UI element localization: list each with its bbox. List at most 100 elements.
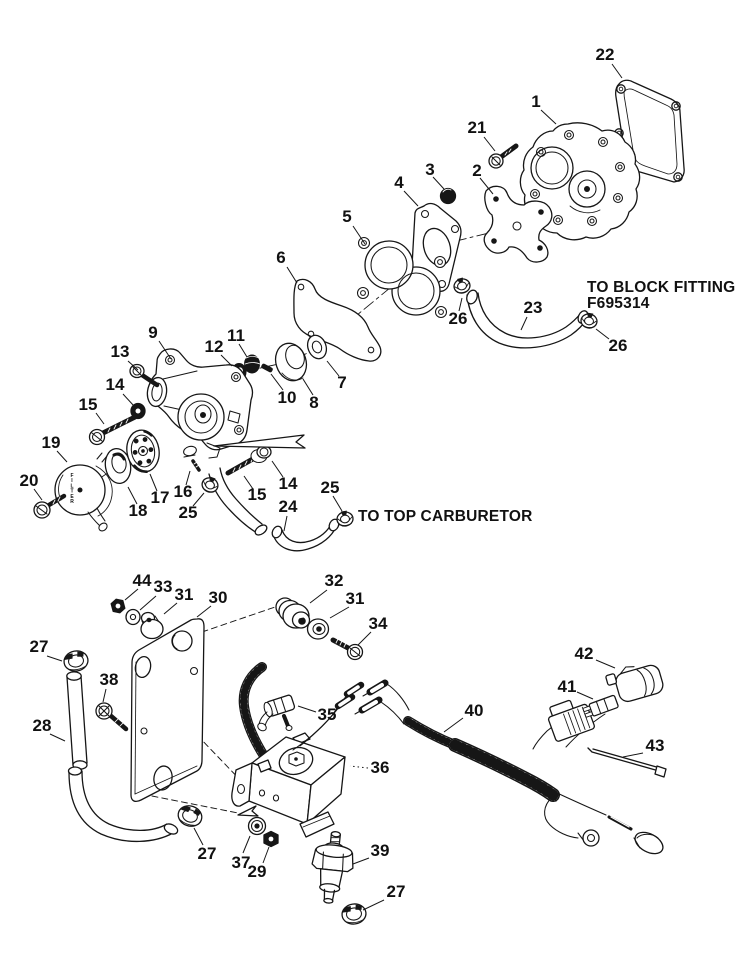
callout-number-7: 7 bbox=[337, 373, 346, 392]
callout-number-27: 27 bbox=[30, 637, 49, 656]
callout-leader-12 bbox=[220, 354, 233, 367]
callout-number-40: 40 bbox=[465, 701, 484, 720]
callout-leader-35 bbox=[297, 705, 317, 713]
callout-leader-31 bbox=[329, 606, 350, 619]
callout-leader-27 bbox=[46, 655, 63, 662]
callout-leader-8 bbox=[302, 378, 314, 396]
callout-leader-13 bbox=[127, 360, 139, 371]
callout-number-15: 15 bbox=[79, 395, 98, 414]
callout-number-5: 5 bbox=[342, 207, 351, 226]
callout-leader-31 bbox=[163, 602, 178, 615]
callout-number-27: 27 bbox=[387, 882, 406, 901]
callout-leader-16 bbox=[185, 470, 191, 486]
callout-number-36: 36 bbox=[371, 758, 390, 777]
callout-leader-2 bbox=[479, 177, 494, 195]
diaphragm-18 bbox=[104, 447, 132, 485]
callout-number-25: 25 bbox=[321, 478, 340, 497]
callout-number-27: 27 bbox=[198, 844, 217, 863]
screw-20 bbox=[33, 493, 67, 519]
callout-leader-7 bbox=[326, 360, 340, 377]
callout-number-24: 24 bbox=[279, 497, 298, 516]
callout-number-3: 3 bbox=[425, 160, 434, 179]
callout-leader-19 bbox=[56, 450, 68, 463]
callout-leader-28 bbox=[49, 733, 66, 742]
callout-leader-36 bbox=[349, 765, 369, 769]
callout-leader-37 bbox=[242, 835, 251, 854]
bullet-connectors bbox=[334, 679, 389, 715]
connector-boot-42 bbox=[605, 664, 664, 703]
annotation-top-carburetor: TO TOP CARBURETOR bbox=[358, 508, 533, 525]
callout-leader-42 bbox=[595, 659, 616, 669]
callout-number-29: 29 bbox=[248, 862, 267, 881]
callout-number-15: 15 bbox=[248, 485, 267, 504]
screw-15 bbox=[88, 414, 138, 446]
callout-number-1: 1 bbox=[531, 92, 540, 111]
callout-number-12: 12 bbox=[205, 337, 224, 356]
callout-number-8: 8 bbox=[309, 393, 318, 412]
callout-number-34: 34 bbox=[369, 614, 388, 633]
screw-13 bbox=[129, 363, 160, 388]
callout-number-4: 4 bbox=[394, 173, 404, 192]
callout-number-26: 26 bbox=[449, 309, 468, 328]
grommet-11 bbox=[244, 354, 261, 374]
mounting-plate-30 bbox=[130, 618, 205, 802]
callout-number-25: 25 bbox=[179, 503, 198, 522]
ignition-module-36 bbox=[231, 732, 346, 838]
callout-number-39: 39 bbox=[371, 841, 390, 860]
callout-leader-24 bbox=[283, 515, 288, 532]
callout-leader-10 bbox=[270, 373, 284, 391]
callout-leader-3 bbox=[432, 176, 445, 190]
callout-leader-25 bbox=[192, 492, 205, 507]
gasket-5 bbox=[356, 236, 448, 319]
callout-number-44: 44 bbox=[133, 571, 152, 590]
nut-29 bbox=[263, 830, 279, 848]
callout-number-31: 31 bbox=[175, 585, 194, 604]
harness-sleeve bbox=[403, 716, 560, 802]
callout-leader-9 bbox=[158, 340, 172, 360]
grommet-31 bbox=[140, 611, 164, 640]
callout-number-9: 9 bbox=[148, 323, 157, 342]
washer-33 bbox=[125, 608, 141, 626]
callout-number-14: 14 bbox=[279, 474, 298, 493]
callout-number-2: 2 bbox=[472, 161, 481, 180]
callout-leader-18 bbox=[127, 486, 138, 505]
callout-number-32: 32 bbox=[325, 571, 344, 590]
cable-tie-43 bbox=[587, 747, 667, 778]
annotation-layer: TO BLOCK FITTING F695314 TO TOP CARBURET… bbox=[358, 279, 735, 525]
grommet-32 bbox=[275, 597, 311, 629]
callout-number-11: 11 bbox=[227, 326, 245, 345]
callout-number-22: 22 bbox=[596, 45, 615, 64]
wire-conduit bbox=[238, 662, 272, 773]
callout-number-30: 30 bbox=[209, 588, 228, 607]
harness-connector bbox=[547, 699, 595, 742]
callout-number-38: 38 bbox=[100, 670, 119, 689]
callout-leader-26 bbox=[458, 297, 463, 312]
screw-38 bbox=[95, 702, 129, 732]
callout-leader-27 bbox=[362, 899, 385, 911]
callout-number-14: 14 bbox=[106, 375, 125, 394]
callout-number-20: 20 bbox=[20, 471, 39, 490]
washer-37 bbox=[247, 816, 267, 836]
callout-leader-1 bbox=[540, 109, 557, 125]
callout-leader-11 bbox=[238, 343, 248, 358]
mount-and-wiring-assembly bbox=[61, 597, 667, 927]
callout-number-42: 42 bbox=[575, 644, 594, 663]
callout-leader-14 bbox=[122, 393, 135, 407]
callout-leader-29 bbox=[262, 846, 270, 864]
nut-3 bbox=[439, 187, 457, 205]
hose-28 bbox=[66, 671, 179, 843]
screw-15-second bbox=[225, 445, 272, 476]
spade-terminal bbox=[554, 791, 664, 855]
callout-leader-39 bbox=[352, 857, 370, 865]
cup-8 bbox=[274, 342, 308, 382]
callout-leader-43 bbox=[622, 752, 644, 758]
valve-plate-17 bbox=[126, 429, 160, 473]
check-valve-16 bbox=[183, 445, 201, 472]
view-arrow bbox=[213, 434, 306, 449]
callout-number-37: 37 bbox=[232, 853, 251, 872]
callout-number-41: 41 bbox=[558, 677, 577, 696]
callout-number-18: 18 bbox=[129, 501, 148, 520]
callout-leader-5 bbox=[352, 225, 366, 245]
